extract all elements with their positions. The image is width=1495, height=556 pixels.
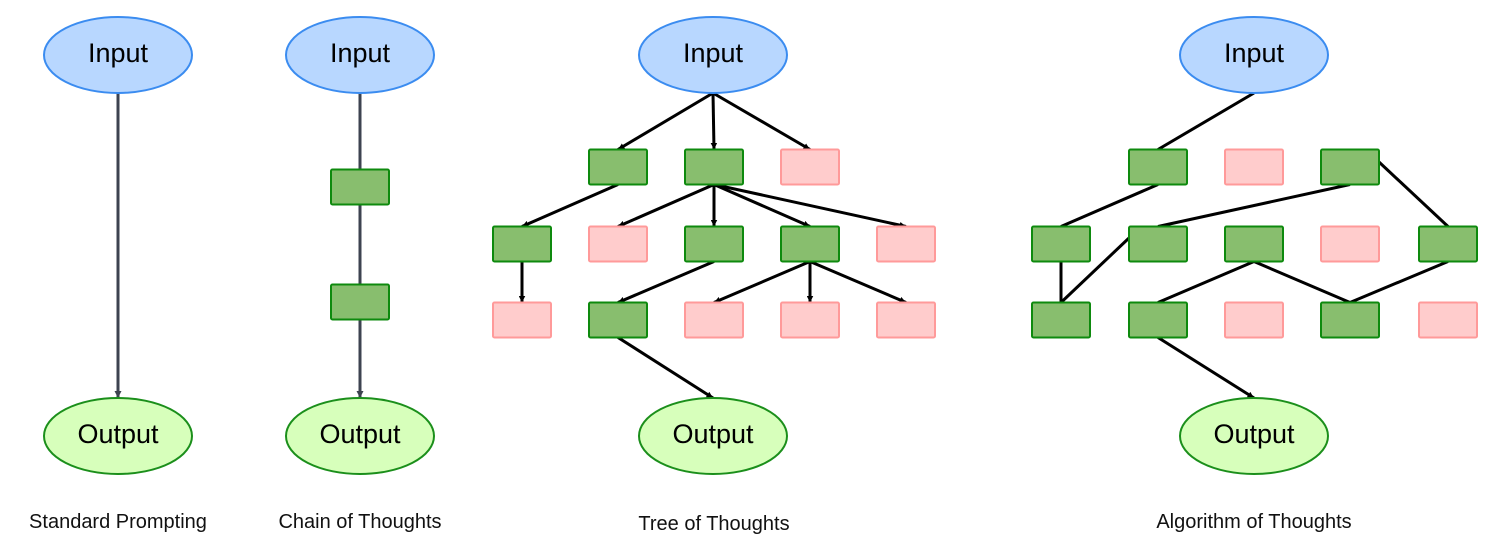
input-ellipse xyxy=(285,16,435,94)
thought-node-good xyxy=(1320,148,1380,186)
edge-arrow xyxy=(710,92,718,150)
output-node: Output xyxy=(1179,397,1329,475)
edges-layer xyxy=(114,91,1450,400)
caption-algorithm: Algorithm of Thoughts xyxy=(1156,511,1351,533)
output-node: Output xyxy=(43,397,193,475)
thought-node-good xyxy=(1031,225,1091,263)
thought-node-bad xyxy=(876,301,936,339)
thought-node-good xyxy=(330,283,390,321)
thought-node-bad xyxy=(1418,301,1478,339)
edge-line xyxy=(1157,183,1351,228)
captions-layer: Standard Prompting Chain of Thoughts Tre… xyxy=(29,511,1352,535)
output-ellipse xyxy=(1179,397,1329,475)
output-ellipse xyxy=(43,397,193,475)
input-node: Input xyxy=(43,16,193,94)
edge-arrow xyxy=(617,91,714,151)
thought-node-good xyxy=(684,148,744,186)
input-ellipse xyxy=(43,16,193,94)
thought-node-good xyxy=(492,225,552,263)
thought-node-good xyxy=(684,225,744,263)
input-ellipse xyxy=(1179,16,1329,94)
edge-line xyxy=(1059,236,1131,304)
edge-arrow xyxy=(617,183,715,228)
edge-arrow xyxy=(521,183,619,228)
input-label: Input xyxy=(88,38,149,68)
output-ellipse xyxy=(285,397,435,475)
thought-node-good xyxy=(330,168,390,206)
edge-line xyxy=(1253,260,1351,304)
thought-node-good xyxy=(1128,225,1188,263)
output-node: Output xyxy=(638,397,788,475)
output-label: Output xyxy=(1213,419,1295,449)
input-label: Input xyxy=(330,38,391,68)
output-label: Output xyxy=(672,419,754,449)
caption-tree: Tree of Thoughts xyxy=(638,513,789,535)
thought-node-good xyxy=(1224,225,1284,263)
output-node: Output xyxy=(285,397,435,475)
thought-node-bad xyxy=(780,301,840,339)
thought-node-good xyxy=(588,148,648,186)
thought-node-bad xyxy=(876,225,936,263)
thought-node-good xyxy=(1031,301,1091,339)
caption-chain: Chain of Thoughts xyxy=(278,511,441,533)
input-node: Input xyxy=(638,16,788,94)
thought-node-bad xyxy=(1320,225,1380,263)
thought-node-bad xyxy=(588,225,648,263)
edge-arrow xyxy=(712,91,811,151)
output-ellipse xyxy=(638,397,788,475)
thought-node-good xyxy=(1128,301,1188,339)
nodes-layer: InputOutputInputOutputInputOutputInputOu… xyxy=(43,16,1478,475)
thought-node-bad xyxy=(492,301,552,339)
edge-line xyxy=(1349,260,1449,304)
edge-line xyxy=(1377,160,1450,228)
thought-node-good xyxy=(588,301,648,339)
edge-line xyxy=(1060,183,1159,228)
input-label: Input xyxy=(683,38,744,68)
input-label: Input xyxy=(1224,38,1285,68)
thought-node-good xyxy=(780,225,840,263)
input-ellipse xyxy=(638,16,788,94)
thought-node-bad xyxy=(1224,301,1284,339)
thought-node-good xyxy=(1320,301,1380,339)
edge-arrow xyxy=(713,183,811,228)
edge-line xyxy=(1157,260,1255,304)
input-node: Input xyxy=(1179,16,1329,94)
input-node: Input xyxy=(285,16,435,94)
edge-arrow xyxy=(713,183,907,229)
edge-arrow xyxy=(617,260,715,304)
thought-node-bad xyxy=(684,301,744,339)
output-label: Output xyxy=(319,419,401,449)
edge-arrow xyxy=(617,336,714,400)
thought-node-good xyxy=(1418,225,1478,263)
caption-standard: Standard Prompting xyxy=(29,511,207,533)
edge-arrow xyxy=(809,260,907,304)
thought-node-bad xyxy=(1224,148,1284,186)
thought-node-good xyxy=(1128,148,1188,186)
edge-arrow xyxy=(1157,336,1255,400)
thought-node-bad xyxy=(780,148,840,186)
output-label: Output xyxy=(77,419,159,449)
edge-arrow xyxy=(713,260,811,304)
edge-line xyxy=(1157,91,1255,151)
